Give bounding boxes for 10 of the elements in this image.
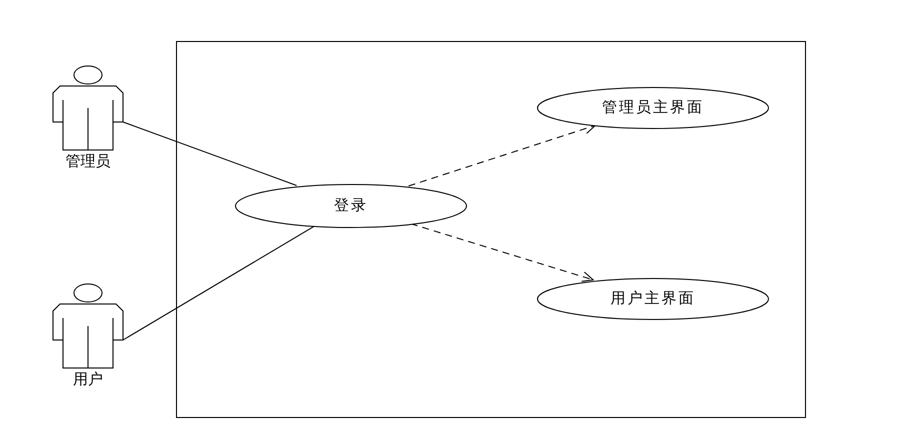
dashed-arrow	[408, 123, 596, 186]
association-line	[122, 225, 316, 340]
use-case-label: 用户主界面	[610, 289, 696, 308]
use-case-label: 登录	[333, 196, 369, 215]
actor-label: 管理员	[64, 152, 112, 171]
association-line	[122, 122, 298, 186]
actor-label: 用户	[72, 370, 104, 389]
use-case-label: 管理员主界面	[601, 98, 705, 117]
dashed-arrow	[410, 223, 594, 282]
system-boundary	[176, 41, 806, 418]
